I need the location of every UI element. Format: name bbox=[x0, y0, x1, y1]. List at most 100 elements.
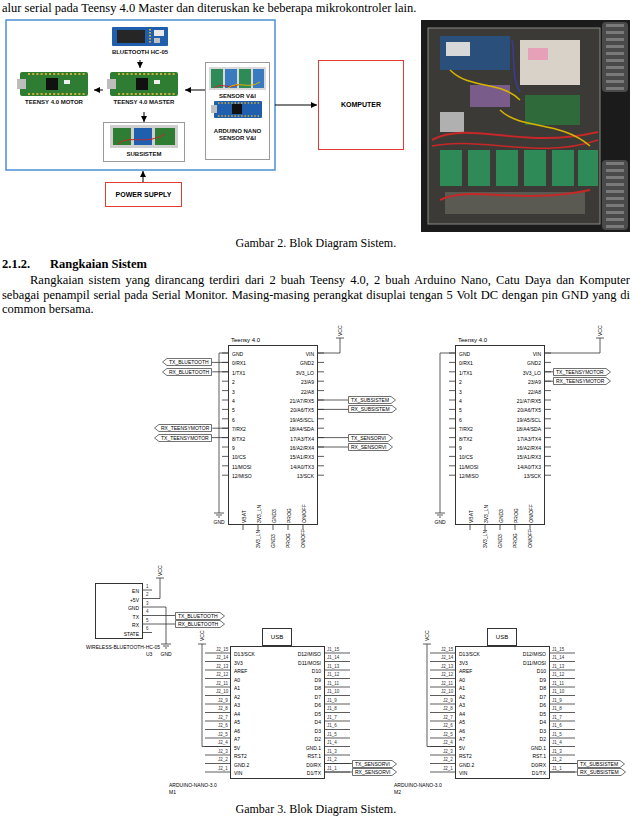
wire bbox=[212, 362, 228, 363]
pin-stub bbox=[318, 381, 324, 382]
pin-name: 7/RX2 bbox=[459, 426, 473, 432]
pin-name: A5 bbox=[459, 719, 465, 725]
block-label-holder: BLUETOOTH HC-05 bbox=[105, 49, 175, 56]
teensy-master-picture bbox=[110, 72, 178, 96]
schematic-wires bbox=[435, 513, 445, 514]
pin-label-holder: J1_12 bbox=[327, 672, 339, 677]
pin-name: 15/A1/RX3 bbox=[290, 454, 314, 460]
net-name: RX_SENSORVI bbox=[355, 769, 390, 775]
pin-stub bbox=[205, 653, 230, 654]
pin-stub bbox=[205, 687, 230, 688]
pin-name-holder: RST2 bbox=[459, 753, 472, 759]
pin-name-holder: 14/A0/TX3 bbox=[517, 464, 541, 470]
pin-name-holder: 3V3 bbox=[234, 660, 243, 666]
schematic-wires bbox=[423, 644, 431, 645]
pin-name-holder: A5 bbox=[459, 719, 465, 725]
robot-photo bbox=[468, 150, 490, 186]
pin-stub bbox=[243, 525, 244, 530]
pin-name-holder: RX bbox=[132, 622, 139, 628]
pin-label: J1_9 bbox=[327, 698, 337, 703]
pin-name: RST2 bbox=[459, 753, 472, 759]
pin-name-holder: 7/RX2 bbox=[459, 426, 473, 432]
pin-name-holder: 19/A5/SCL bbox=[290, 417, 314, 423]
pin-label: J2_4 bbox=[218, 740, 228, 745]
teensy-symbol: Teensy 4.0GND0/RX11/TX1234567/RX28/TX291… bbox=[228, 345, 318, 525]
pin-label-holder: J1_15 bbox=[552, 647, 564, 652]
pin-name: 4 bbox=[459, 398, 462, 404]
net-name: TX_TEENSYMOTOR bbox=[161, 435, 209, 441]
block-node: SENSOR V&IARDUINO NANO SENSOR V&I bbox=[205, 62, 270, 160]
pin-label: J1_3 bbox=[552, 749, 562, 754]
pin-stub bbox=[545, 418, 551, 419]
pin-label-holder: J1_11 bbox=[552, 681, 564, 686]
pin-name-holder: VBAT bbox=[468, 510, 474, 523]
pin-label-holder: GND3 bbox=[270, 534, 276, 548]
part-reference: M1 bbox=[169, 789, 176, 795]
pin-name-holder: 16/A2/RX4 bbox=[517, 445, 541, 451]
pin-label-holder: GND3 bbox=[497, 534, 503, 548]
block-box: KOMPUTER bbox=[318, 60, 404, 150]
block-node: SUBSISTEM bbox=[103, 122, 185, 162]
pin-name: A1 bbox=[234, 685, 240, 691]
pin-stub bbox=[430, 653, 455, 654]
bluetooth-picture bbox=[117, 30, 145, 43]
net-name: TX_SUBSISTEM bbox=[351, 397, 389, 403]
robot-photo bbox=[440, 36, 510, 70]
pin-name: D9 bbox=[540, 677, 546, 683]
pin-name-holder: 3V3 bbox=[459, 660, 468, 666]
block-label-holder: ARDUINO NANO SENSOR V&I bbox=[208, 128, 267, 142]
schematic-wires bbox=[216, 515, 222, 516]
pin-name: TX bbox=[133, 614, 139, 620]
pin-name: GND.2 bbox=[459, 762, 474, 768]
pin-name: 14/A0/TX3 bbox=[290, 464, 314, 470]
pin-name: D8 bbox=[540, 685, 546, 691]
teensy-master-picture bbox=[118, 93, 176, 95]
pin-name: +5V bbox=[130, 597, 139, 603]
pin-label: J2_14 bbox=[216, 655, 228, 660]
part-name-holder: WIRELESS-BLUETOOTH-HC-05 bbox=[86, 644, 160, 650]
pin-stub bbox=[318, 362, 324, 363]
pin-name-holder: D2 bbox=[315, 736, 321, 742]
pin-name: 9 bbox=[232, 445, 235, 451]
pin-name-holder: D5 bbox=[315, 711, 321, 717]
pin-stub bbox=[143, 632, 152, 633]
pin-name: D11/MOSI bbox=[523, 660, 546, 666]
pin-label-holder: J2_10 bbox=[216, 689, 228, 694]
pin-label: J1_15 bbox=[552, 647, 564, 652]
pin-name: D5 bbox=[540, 711, 546, 717]
pin-name-holder: A7 bbox=[234, 736, 240, 742]
pin-name: D12/MISO bbox=[298, 651, 321, 657]
pin-stub bbox=[205, 704, 230, 705]
pin-label: J2_4 bbox=[443, 740, 453, 745]
pin-label: J2_11 bbox=[441, 681, 453, 686]
pin-name: D7 bbox=[540, 694, 546, 700]
pin-name-holder: 18/A4/SDA bbox=[516, 426, 541, 432]
bluetooth-module-symbol: EN+5VGNDTXRXSTATEWIRELESS-BLUETOOTH-HC-0… bbox=[95, 583, 143, 639]
pin-label: PROG bbox=[285, 533, 291, 548]
part-name: WIRELESS-BLUETOOTH-HC-05 bbox=[86, 644, 160, 650]
wire bbox=[212, 437, 228, 438]
arduino-nano-symbol: ARDUINO-NANO-3.0M2D13/SCK3V3AREFA0A1A2A3… bbox=[455, 646, 550, 779]
pin-label: J1_5 bbox=[552, 732, 562, 737]
chip-title: Teensy 4.0 bbox=[231, 337, 260, 343]
part-reference: U3 bbox=[146, 651, 152, 657]
pin-name-holder: GND bbox=[232, 351, 243, 357]
pin-label: VCC bbox=[199, 630, 205, 641]
pin-name-holder: D0/RX bbox=[531, 762, 546, 768]
pin-name: 3 bbox=[459, 389, 462, 395]
pin-label: PROG bbox=[512, 533, 518, 548]
pin-name-holder: 17/A3/TX4 bbox=[517, 436, 541, 442]
pin-name-holder: AREF bbox=[459, 668, 472, 674]
pin-name-holder: RST.1 bbox=[532, 753, 546, 759]
pin-name: A7 bbox=[234, 736, 240, 742]
usb-label: USB bbox=[496, 634, 508, 641]
pin-stub bbox=[318, 465, 324, 466]
schematic-wires bbox=[596, 338, 604, 339]
pin-stub bbox=[430, 687, 455, 688]
pin-label: 2 bbox=[146, 592, 149, 597]
teensy-motor-picture bbox=[46, 78, 58, 90]
pin-label-holder: 2 bbox=[146, 592, 149, 597]
pin-label: J2_10 bbox=[441, 689, 453, 694]
pin-label: GND bbox=[214, 519, 225, 525]
pin-label: J1_7 bbox=[327, 715, 337, 720]
